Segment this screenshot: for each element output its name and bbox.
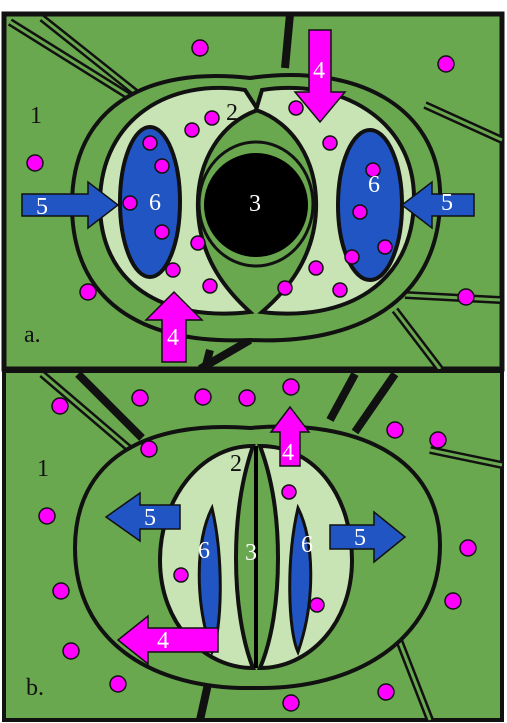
panel-a-label-1: 1 <box>30 103 42 129</box>
panel-b-label-6-left: 6 <box>198 538 210 564</box>
panel-a-label-6-left: 6 <box>149 190 161 216</box>
ion-dot <box>333 283 347 297</box>
ion-dot <box>460 540 476 556</box>
ion-dot <box>378 684 394 700</box>
panel-a: 1 2 3 4 4 5 5 6 6 a. <box>4 14 502 369</box>
panel-a-label-5-right: 5 <box>441 190 453 216</box>
panel-a-label-6-right: 6 <box>368 172 380 198</box>
ion-dot <box>438 56 454 72</box>
panel-b-label-3: 3 <box>245 540 257 566</box>
panel-b-letter: b. <box>26 675 44 701</box>
ion-dot <box>195 389 211 405</box>
ion-dot <box>191 236 205 250</box>
ion-dot <box>239 390 255 406</box>
panel-a-label-2: 2 <box>226 100 238 126</box>
ion-dot <box>283 695 299 711</box>
ion-dot <box>155 159 169 173</box>
panel-b: 1 2 3 4 4 5 5 6 6 b. <box>4 371 502 720</box>
panel-b-label-5-left: 5 <box>144 505 156 531</box>
ion-dot <box>192 40 208 56</box>
ion-dot <box>52 398 68 414</box>
panel-b-label-6-right: 6 <box>301 532 313 558</box>
ion-dot <box>345 250 359 264</box>
ion-dot <box>323 136 337 150</box>
ion-dot <box>39 508 55 524</box>
panel-b-label-5-right: 5 <box>354 525 366 551</box>
panel-b-label-4-bottom: 4 <box>157 628 169 654</box>
ion-dot <box>63 643 79 659</box>
ion-dot <box>378 240 392 254</box>
ion-dot <box>445 593 461 609</box>
ion-dot <box>289 101 303 115</box>
ion-dot <box>132 390 148 406</box>
panel-a-label-4-bottom: 4 <box>167 325 179 351</box>
ion-dot <box>203 279 217 293</box>
panel-a-label-5-left: 5 <box>36 194 48 220</box>
ion-dot <box>282 485 296 499</box>
ion-dot <box>205 111 219 125</box>
ion-dot <box>430 432 446 448</box>
panel-a-label-3: 3 <box>249 191 261 217</box>
ion-dot <box>353 205 367 219</box>
ion-dot <box>185 123 199 137</box>
ion-dot <box>143 136 157 150</box>
ion-dot <box>166 263 180 277</box>
ion-dot <box>27 155 43 171</box>
ion-dot <box>80 284 96 300</box>
ion-dot <box>309 261 323 275</box>
ion-dot <box>310 598 324 612</box>
ion-dot <box>110 676 126 692</box>
panel-a-label-4-top: 4 <box>313 58 325 84</box>
panel-b-label-1: 1 <box>37 456 49 482</box>
ion-dot <box>123 196 137 210</box>
panel-b-label-4-top: 4 <box>282 440 294 466</box>
ion-dot <box>155 225 169 239</box>
ion-dot <box>458 289 474 305</box>
ion-dot <box>53 583 69 599</box>
ion-dot <box>387 422 403 438</box>
panel-b-label-2: 2 <box>230 451 242 477</box>
panel-a-letter: a. <box>24 322 41 348</box>
ion-dot <box>174 568 188 582</box>
ion-dot <box>141 441 157 457</box>
ion-dot <box>283 379 299 395</box>
ion-dot <box>278 281 292 295</box>
